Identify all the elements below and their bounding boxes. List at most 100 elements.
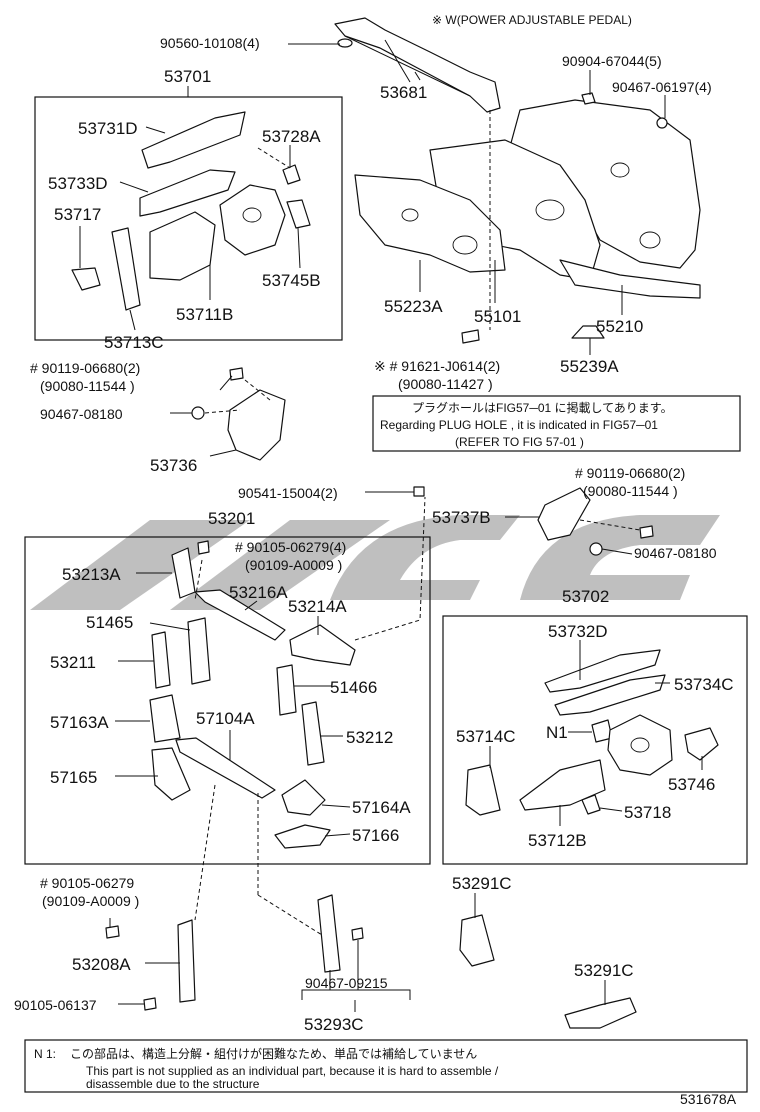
label-90080-11427: (90080-11427 ) [398,376,493,392]
part-53714C [465,764,501,816]
part-53208A [177,919,196,1003]
label-53717: 53717 [54,205,101,224]
bolt-90560 [337,38,353,48]
label-90560: 90560-10108(4) [160,35,260,51]
part-53717 [71,267,101,291]
part-53728A [282,164,301,185]
label-53713C: 53713C [104,333,164,352]
bolt-90105c [143,997,157,1011]
part-57104A [175,737,276,799]
part-53745B [286,199,311,229]
label-53711B: 53711B [176,305,233,324]
label-N1: N1 [546,723,568,742]
alignment-lines [194,110,641,936]
label-90119b: # 90119-06680(2) [575,465,685,481]
cap-90541 [413,486,425,497]
box-53702 [442,615,748,865]
part-57164A [281,779,326,816]
label-51465: 51465 [86,613,133,632]
label-53201: 53201 [208,509,255,528]
bolt-90467-09215 [351,927,364,941]
label-53734C: 53734C [674,675,734,694]
label-90105a: # 90105-06279(4) [235,539,346,555]
label-57104A: 57104A [196,709,255,728]
label-90109a: (90109-A0009 ) [245,557,342,573]
label-53732D: 53732D [548,622,608,641]
bottom-note-en1: This part is not supplied as an individu… [86,1064,499,1078]
label-57164A: 57164A [352,798,411,817]
label-90109b: (90109-A0009 ) [42,893,139,909]
part-51466 [276,664,297,716]
label-53701: 53701 [164,67,211,86]
label-90119a: # 90119-06680(2) [30,360,140,376]
label-53213A: 53213A [62,565,121,584]
part-53681 [334,17,501,113]
label-53214A: 53214A [288,597,347,616]
label-90467-08180a: 90467-08180 [40,406,123,422]
bottom-note-jp: この部品は、構造上分解・組付けが困難なため、単品では補給していません [70,1046,477,1061]
label-53712B: 53712B [528,831,587,850]
part-57163A [149,694,181,743]
bolt-90119b [639,525,654,539]
part-53732D [544,649,661,693]
bolt-90105b [105,925,120,939]
part-dash-panel [354,99,701,299]
label-51466: 51466 [330,678,377,697]
nut-90467-08180b [589,542,603,556]
label-90080-11544b: (90080-11544 ) [583,483,678,499]
bottom-note-tag: N 1: [34,1047,56,1061]
label-90105-06137: 90105-06137 [14,997,97,1013]
label-55223A: 55223A [384,297,443,316]
label-53728A: 53728A [262,127,321,146]
grommet-55239A [571,325,605,339]
label-55239A: 55239A [560,357,619,376]
label-90467-09215: 90467-09215 [305,975,388,991]
label-53293C: 53293C [304,1015,364,1034]
nut-90467-08180a [191,406,205,420]
label-53681: 53681 [380,83,427,102]
part-53214A [289,624,356,666]
part-53711B [149,211,216,281]
bolt-90105a [197,540,210,555]
box-plug-note [372,395,741,452]
label-53718: 53718 [624,803,671,822]
part-53746 [684,727,719,761]
bolt-90119a [229,367,244,381]
label-90105b: # 90105-06279 [40,875,134,891]
part-53733D [139,169,236,217]
part-57165 [151,747,191,801]
part-53211 [151,631,171,689]
label-57163A: 57163A [50,713,109,732]
part-53736 [227,389,286,461]
part-53731D [141,111,246,169]
part-labels: ※ W(POWER ADJUSTABLE PEDAL) 90560-10108(… [14,13,737,1107]
label-90467-06197: 90467-06197(4) [612,79,712,95]
plug-note-jp: プラグホールはFIG57─01 に掲載してあります。 [412,400,673,415]
plug-note-en: Regarding PLUG HOLE , it is indicated in… [380,418,658,432]
clip-90904 [581,92,596,105]
label-53208A: 53208A [72,955,131,974]
label-53291C-b: 53291C [574,961,634,980]
bolt-91621 [461,329,480,344]
label-53702: 53702 [562,587,609,606]
part-53291C-a [459,914,495,967]
part-53212 [301,701,325,766]
bottom-note-en2: disassemble due to the structure [86,1077,260,1091]
part-57166 [274,824,331,849]
label-90467-08180b: 90467-08180 [634,545,717,561]
leader-lines [79,39,703,1012]
label-91621: ※ # 91621-J0614(2) [374,358,500,374]
label-53731D: 53731D [78,119,138,138]
part-53712B [519,759,606,811]
watermark-logo [30,515,720,610]
label-90904: 90904-67044(5) [562,53,662,69]
label-53211: 53211 [50,653,96,672]
label-90541: 90541-15004(2) [238,485,338,501]
part-53216A [194,589,286,641]
part-51465 [187,617,211,685]
part-53734C [554,674,666,716]
label-53736: 53736 [150,456,197,475]
figure-id: 531678A [680,1091,737,1107]
label-53745B: 53745B [262,271,321,290]
